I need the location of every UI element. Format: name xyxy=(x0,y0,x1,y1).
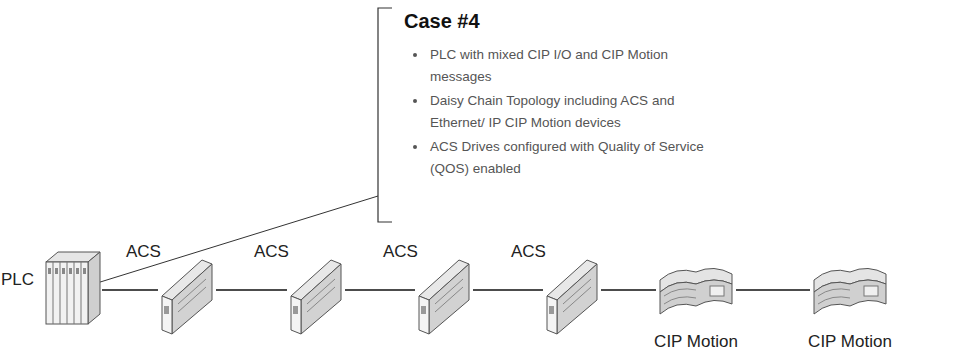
device-label: CIP Motion xyxy=(808,332,892,352)
device-illustration xyxy=(656,262,736,320)
device-illustration xyxy=(44,250,102,326)
device-label: ACS xyxy=(254,242,289,262)
bullet-item: PLC with mixed CIP I/O and CIP Motion me… xyxy=(428,44,720,88)
device-illustration xyxy=(287,256,345,336)
device-label: ACS xyxy=(383,242,418,262)
ethernet-link xyxy=(473,289,543,291)
device-illustration xyxy=(810,262,890,320)
ethernet-link xyxy=(601,289,656,291)
device-illustration xyxy=(158,256,216,336)
acs-drive: ACS xyxy=(415,256,473,336)
plc-device: PLC xyxy=(44,250,102,326)
acs-drive: ACS xyxy=(158,256,216,336)
ethernet-link xyxy=(216,289,287,291)
ethernet-link xyxy=(345,289,415,291)
bullet-list: PLC with mixed CIP I/O and CIP Motion me… xyxy=(410,44,720,182)
bullet-item: Daisy Chain Topology including ACS and E… xyxy=(428,90,720,134)
cip-motion-drive: CIP Motion xyxy=(810,262,890,320)
acs-drive: ACS xyxy=(287,256,345,336)
bullet-item: ACS Drives configured with Quality of Se… xyxy=(428,136,720,180)
device-illustration xyxy=(543,256,601,336)
device-label: ACS xyxy=(126,242,161,262)
acs-drive: ACS xyxy=(543,256,601,336)
device-illustration xyxy=(415,256,473,336)
ethernet-link xyxy=(736,289,810,291)
bracket-line xyxy=(378,8,392,222)
ethernet-link xyxy=(102,289,158,291)
cip-motion-drive: CIP Motion xyxy=(656,262,736,320)
callout-heading: Case #4 xyxy=(404,10,480,33)
device-label: PLC xyxy=(1,270,34,290)
device-label: CIP Motion xyxy=(654,332,738,352)
device-label: ACS xyxy=(511,242,546,262)
